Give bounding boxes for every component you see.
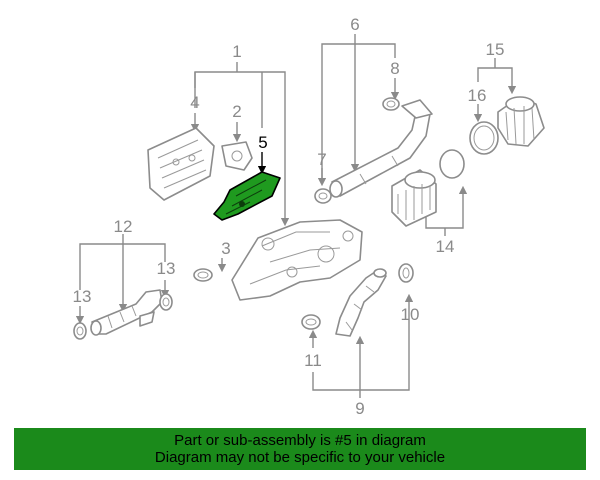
oil-filter-housing-part <box>231 219 363 301</box>
callout-2: 2 <box>232 102 241 121</box>
callout-13-right: 13 <box>157 259 176 278</box>
o-ring-part-11 <box>301 314 321 330</box>
parts-diagram: 1 2 3 4 5 6 7 8 9 10 11 12 13 13 14 15 1… <box>73 15 545 418</box>
callout-4: 4 <box>190 93 199 112</box>
callout-16: 16 <box>468 86 487 105</box>
callout-13-left: 13 <box>73 287 92 306</box>
callout-5: 5 <box>258 133 267 152</box>
oil-filter-element-part <box>391 149 465 227</box>
bracket-part-highlighted <box>213 171 281 221</box>
coolant-elbow-part <box>335 268 387 337</box>
info-banner: Part or sub-assembly is #5 in diagram Di… <box>14 428 586 470</box>
callout-15: 15 <box>486 40 505 59</box>
callout-9: 9 <box>355 399 364 418</box>
callout-11: 11 <box>304 351 322 370</box>
callout-1: 1 <box>232 42 241 61</box>
callout-12: 12 <box>114 217 133 236</box>
callout-6: 6 <box>350 15 359 34</box>
callout-10: 10 <box>401 305 420 324</box>
oil-tube-part <box>329 99 433 198</box>
callout-14: 14 <box>436 237 455 256</box>
o-ring-part-13a <box>73 322 87 340</box>
o-ring-part-7 <box>314 188 332 204</box>
o-ring-part-8 <box>382 97 400 111</box>
leader-lines <box>75 34 517 398</box>
callout-8: 8 <box>390 59 399 78</box>
seal-part-16 <box>469 121 499 155</box>
o-ring-part-13b <box>159 293 173 311</box>
banner-line-2: Diagram may not be specific to your vehi… <box>154 449 446 466</box>
oil-cooler-part <box>147 127 215 201</box>
coolant-pipe-part <box>90 289 163 336</box>
gasket-part <box>221 141 253 171</box>
callout-7: 7 <box>317 150 326 169</box>
o-ring-part-10 <box>398 263 414 283</box>
filter-cap-part <box>497 96 545 147</box>
callout-3: 3 <box>221 239 230 258</box>
banner-line-1: Part or sub-assembly is #5 in diagram <box>174 432 426 449</box>
callout-labels: 1 2 3 4 5 6 7 8 9 10 11 12 13 13 14 15 1… <box>73 15 505 418</box>
o-ring-part <box>193 268 213 282</box>
